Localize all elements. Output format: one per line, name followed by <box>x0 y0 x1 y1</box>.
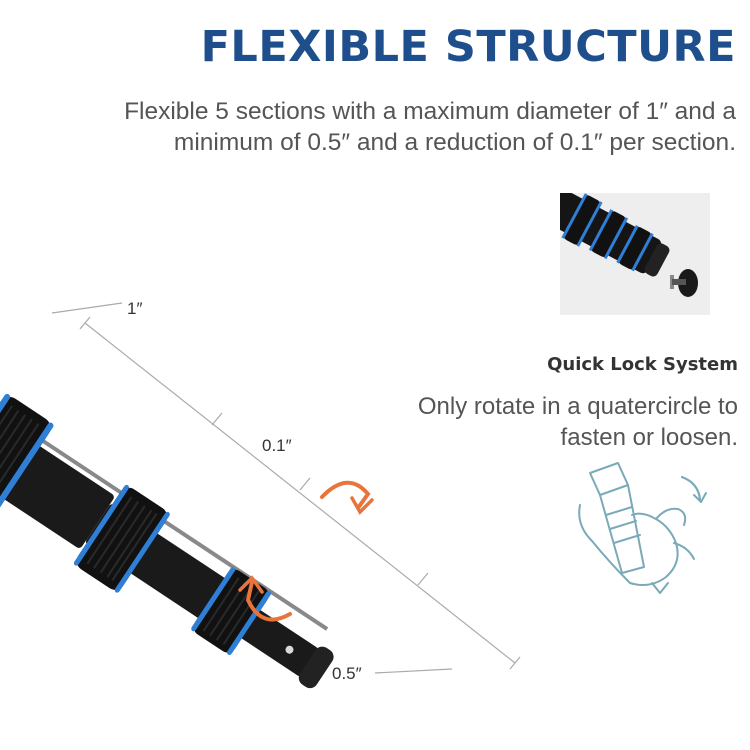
rotate-arrow-icon <box>238 575 292 622</box>
pole-section-3 <box>0 414 114 548</box>
page-title: FLEXIBLE STRUCTURE <box>200 22 736 72</box>
lock-collar-2 <box>0 393 54 521</box>
structure-description: Flexible 5 sections with a maximum diame… <box>124 98 736 156</box>
dimension-label-min: 0.5″ <box>332 664 362 683</box>
pole-end-cap <box>298 646 334 689</box>
lock-collar-3 <box>73 484 170 593</box>
dimension-label-reduction: 0.1″ <box>262 436 292 455</box>
rotate-arrow-icon <box>320 480 374 515</box>
dimension-label-max: 1″ <box>127 299 143 318</box>
hand-twist-icon <box>578 462 707 594</box>
dimension-lines <box>51 302 521 674</box>
quick-lock-closeup-image <box>560 193 710 315</box>
quick-lock-title: Quick Lock System <box>547 354 738 375</box>
quick-lock-description: Only rotate in a quatercircle to fasten … <box>417 393 738 451</box>
